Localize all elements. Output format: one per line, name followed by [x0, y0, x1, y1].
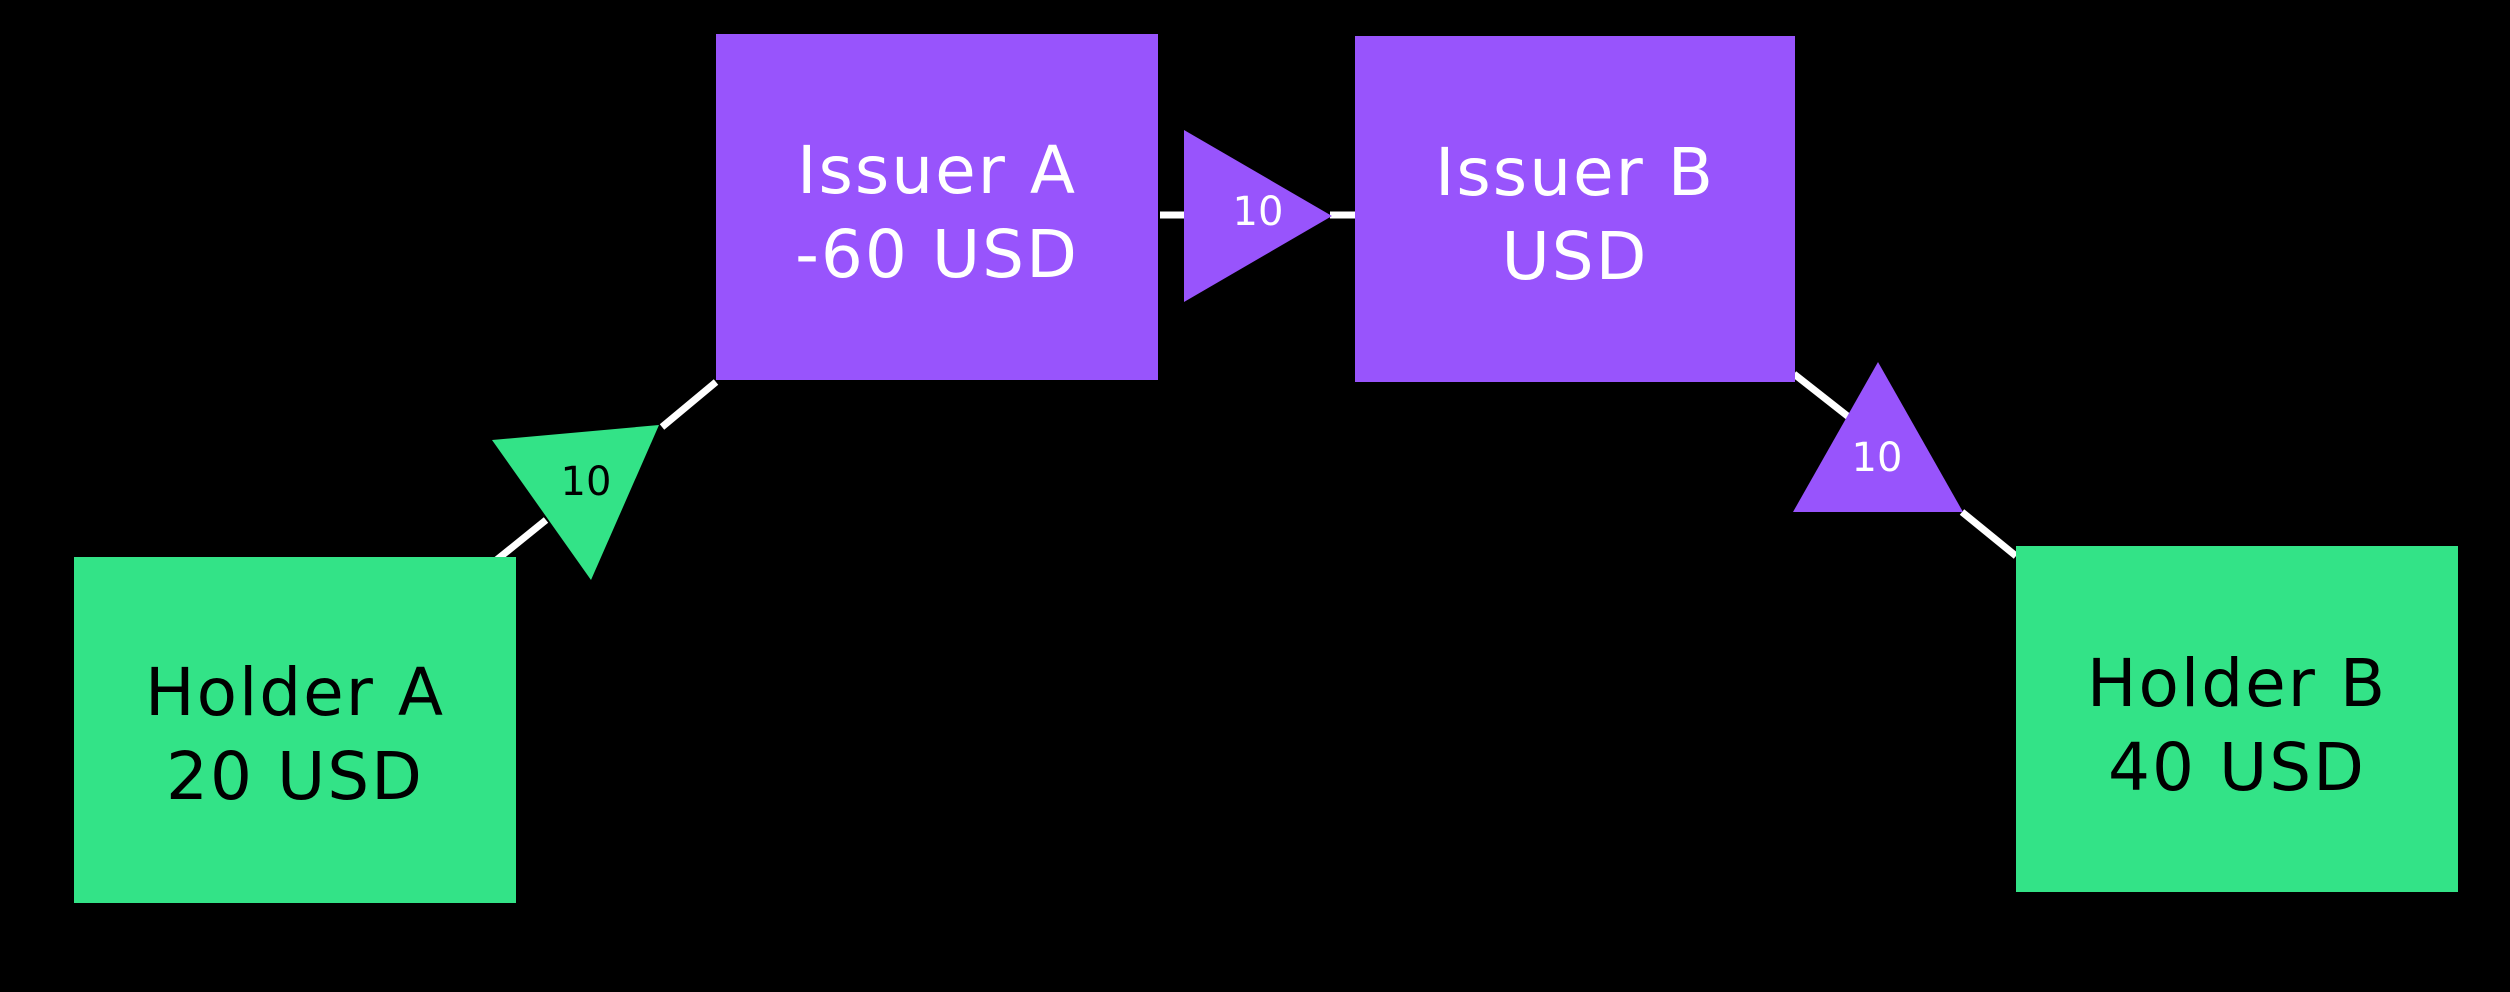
flow-holder-a-to-issuer-a-arrow-icon [492, 425, 659, 580]
flow-issuer-b-to-holder-b-amount: 10 [1852, 435, 1903, 481]
flow-issuer-a-to-issuer-b: 10 [1184, 130, 1332, 302]
flow-issuer-b-to-holder-b-arrow-icon [1793, 362, 1963, 512]
node-holder-b: Holder B 40 USD [2016, 546, 2458, 892]
flow-holder-a-to-issuer-a-amount: 10 [561, 459, 612, 505]
node-holder-b-box [2016, 546, 2458, 892]
node-holder-a-amount: 20 USD [166, 738, 424, 815]
node-holder-a: Holder A 20 USD [74, 557, 516, 903]
node-issuer-b-box [1355, 36, 1795, 382]
node-holder-b-name: Holder B [2087, 645, 2387, 722]
node-holder-b-amount: 40 USD [2108, 729, 2366, 806]
flow-issuer-b-to-holder-b: 10 [1793, 362, 1963, 512]
node-issuer-b-name: Issuer B [1435, 134, 1715, 211]
node-issuer-a-amount: -60 USD [795, 216, 1079, 293]
node-issuer-b-amount: USD [1501, 218, 1648, 295]
node-issuer-a-name: Issuer A [797, 132, 1077, 209]
flow-holder-a-to-issuer-a: 10 [492, 425, 659, 580]
edge-holder-a-to-issuer-a-lower [491, 517, 549, 565]
edge-issuer-b-to-holder-b-upper [1791, 371, 1853, 421]
node-issuer-a: Issuer A -60 USD [716, 34, 1158, 380]
flow-issuer-a-to-issuer-b-arrow-icon [1184, 130, 1332, 302]
node-holder-a-box [74, 557, 516, 903]
node-holder-a-name: Holder A [145, 654, 445, 731]
edge-issuer-b-to-holder-b-lower [1959, 509, 2019, 559]
node-issuer-a-box [716, 34, 1158, 380]
flow-issuer-a-to-issuer-b-amount: 10 [1233, 189, 1284, 235]
edge-holder-a-to-issuer-a-upper [659, 379, 719, 430]
node-issuer-b: Issuer B USD [1355, 36, 1795, 382]
